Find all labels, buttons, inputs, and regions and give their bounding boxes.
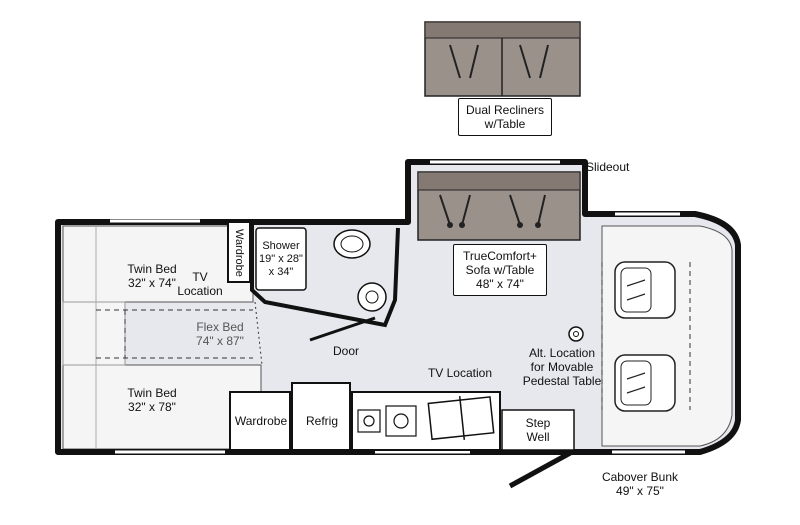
toilet [333,229,371,259]
tv-location-left-label: TV Location [177,270,223,298]
tv-location-galley-label: TV Location [427,366,493,380]
dual-recliners-label: Dual Recliners w/Table [458,98,552,136]
step-well-box [501,409,575,451]
wardrobe-bottom [229,391,291,451]
shower-stall [255,227,307,291]
wardrobe-bottom-label: Wardrobe [234,414,288,428]
pedestal-table-icon [568,326,584,342]
galley-sink [385,405,417,437]
alt-location-label: Alt. Location for Movable Pedestal Table [522,346,602,388]
flex-bed-label: Flex Bed 74" x 87" [196,320,244,348]
cabover-bunk-label: Cabover Bunk 49" x 75" [601,470,679,498]
refrig-label: Refrig [305,414,338,428]
slideout-label: Slideout [586,160,630,174]
step-well-label: Step Well [525,416,551,444]
refrigerator [291,382,351,451]
entry-door [508,449,574,489]
tv-galley [427,396,495,441]
cooktop [357,409,381,433]
shower-label: Shower 19" x 28" x 34" [259,240,303,278]
bathroom-wall [250,222,400,328]
twin-bed-bottom-label: Twin Bed 32" x 78" [127,386,177,414]
sofa-label: TrueComfort+ Sofa w/Table 48" x 74" [453,244,547,296]
bed-left-panel [62,301,126,366]
cab-seat-bottom [614,354,676,412]
wardrobe-vertical-label: Wardrobe [233,229,245,277]
cab-seat-top [614,261,676,319]
twin-bed-top-label: Twin Bed 32" x 74" [127,262,177,290]
cabover-bunk-area [601,225,733,447]
door-label: Door [332,344,359,358]
bath-sink [357,282,387,312]
bath-door [309,316,376,342]
